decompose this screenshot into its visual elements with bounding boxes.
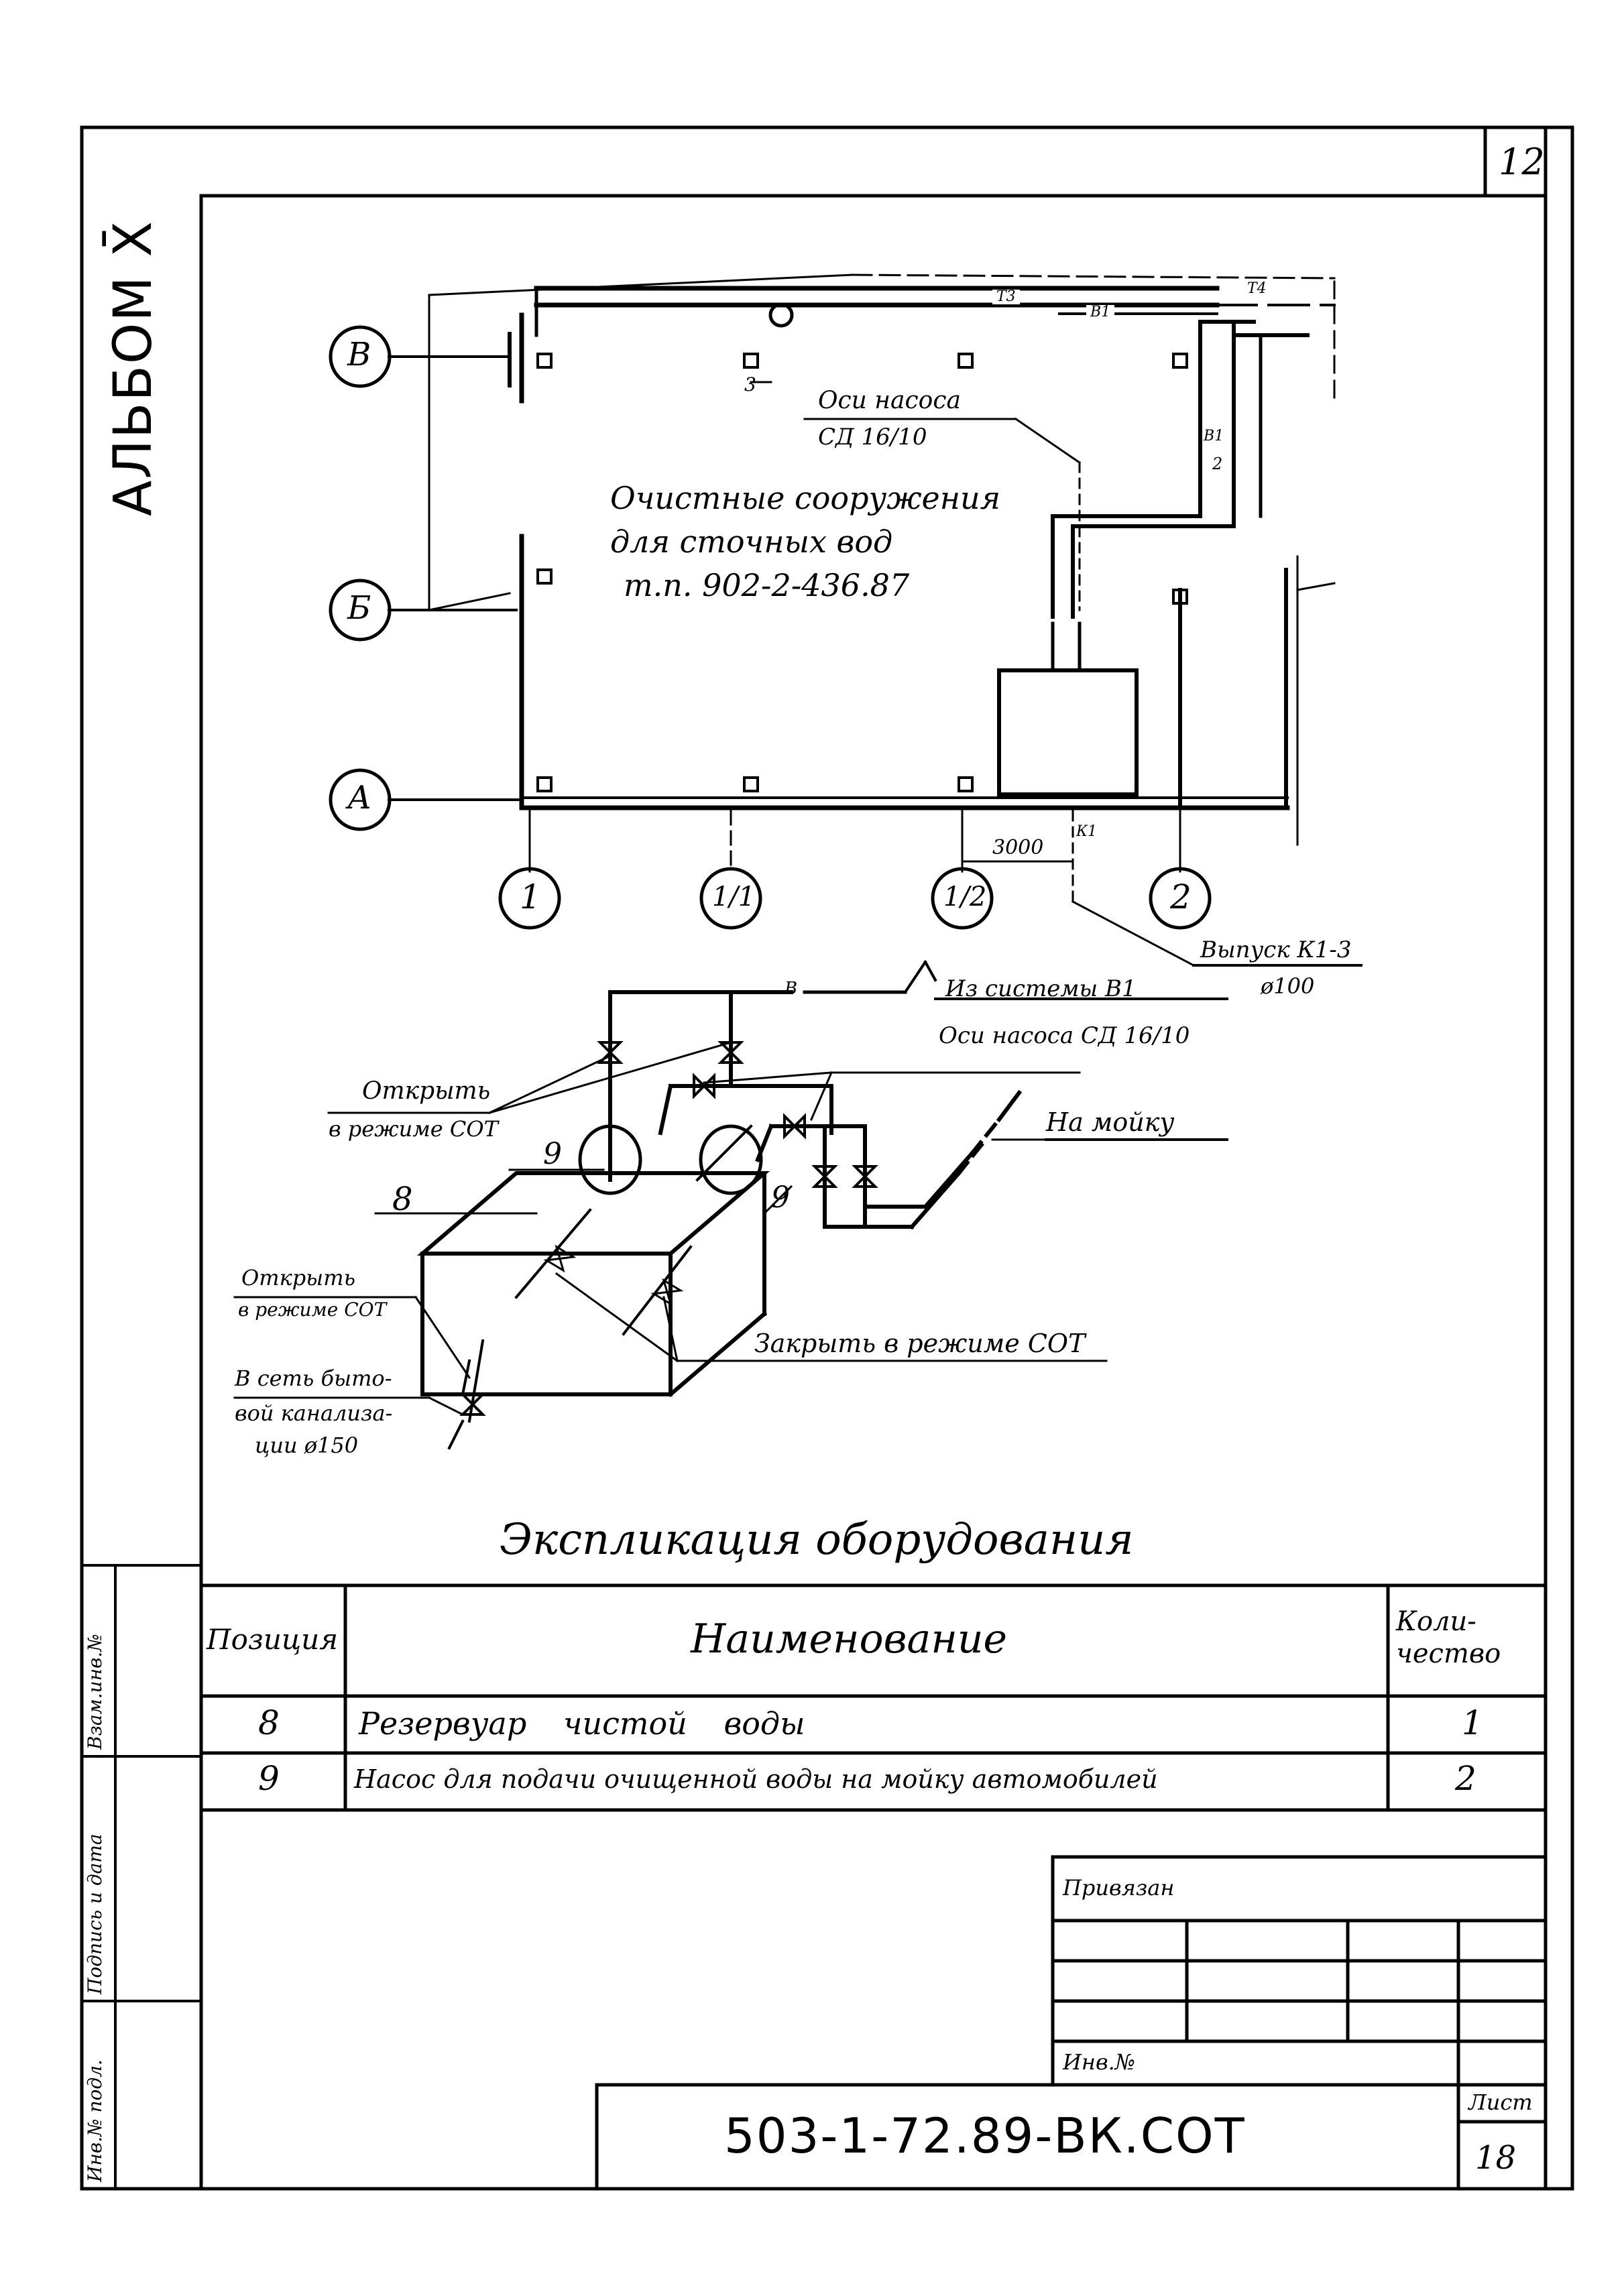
axis-label-1: 1 — [520, 878, 541, 916]
pipe-tag-k1: К1 — [1076, 823, 1098, 840]
open-cot-1-line-2: в режиме СОТ — [329, 1116, 498, 1142]
pos-8-label: 8 — [392, 1181, 413, 1218]
pos-9b-label: 9 — [771, 1181, 790, 1215]
title-block-grid — [595, 1855, 1548, 2191]
pump-axis-scheme-label: Оси насоса СД 16/10 — [939, 1022, 1190, 1049]
row-2-pos: 9 — [258, 1759, 280, 1798]
inv-no-label: Инв.№ — [1063, 2049, 1136, 2075]
pipe-tag-b1-top: В1 — [1086, 305, 1115, 320]
sheet-frame — [80, 125, 1574, 2191]
outlet-diameter: ø100 — [1261, 973, 1315, 999]
plan-drawing — [329, 274, 1362, 967]
isometric-scheme — [233, 960, 1228, 1450]
album-label: АЛЬБОМ X̄ — [103, 220, 164, 516]
plan-title-line-3: т.п. 902-2-436.87 — [624, 567, 910, 603]
side-stamp-replaced-inv: Взам.инв.№ — [84, 1634, 106, 1750]
pipe-tag-3: 3 — [744, 373, 756, 396]
axis-label-2: 2 — [1170, 878, 1192, 916]
explication-table-grid — [199, 1583, 1548, 1812]
header-position: Позиция — [207, 1623, 339, 1656]
side-stamp-frame — [80, 1564, 202, 2190]
sewer-label-line-3: ции ø150 — [255, 1433, 359, 1458]
close-cot-label: Закрыть в режиме СОТ — [754, 1329, 1086, 1358]
axis-label-v: В — [347, 336, 371, 373]
row-1-qty: 1 — [1462, 1703, 1483, 1742]
from-system-label: Из системы В1 — [945, 975, 1137, 1002]
open-cot-2-line-2: в режиме СОТ — [238, 1298, 387, 1321]
axis-label-1-2: 1/2 — [943, 882, 987, 912]
pos-9a-label: 9 — [543, 1137, 562, 1171]
row-2-qty: 2 — [1455, 1759, 1476, 1798]
sheet-number: 18 — [1475, 2139, 1517, 2177]
sewer-label-line-1: В сеть быто- — [235, 1366, 392, 1391]
pipe-tag-2: 2 — [1212, 455, 1223, 473]
sewer-label-line-2: вой канализа- — [235, 1400, 393, 1426]
page-number: 12 — [1499, 141, 1545, 183]
privyazan-label: Привязан — [1063, 1875, 1175, 1900]
to-washing-label: На мойку — [1046, 1107, 1175, 1137]
row-1-pos: 8 — [258, 1703, 280, 1742]
row-2-name: Насос для подачи очищенной воды на мойку… — [354, 1764, 1158, 1794]
sheet-label: Лист — [1468, 2090, 1533, 2115]
header-quantity: Коли-чество — [1396, 1606, 1501, 1669]
side-stamp-inv-orig: Инв.№ подл. — [84, 2059, 106, 2182]
plan-title-line-1: Очистные сооружения — [610, 480, 1001, 516]
explication-title: Экспликация оборудования — [500, 1515, 1134, 1565]
header-name: Наименование — [691, 1616, 1008, 1663]
plan-title-line-2: для сточных вод — [610, 524, 893, 560]
axis-label-a: А — [347, 779, 372, 817]
open-cot-2-line-1: Открыть — [241, 1265, 355, 1290]
pipe-tag-t3: Т3 — [992, 290, 1020, 304]
pipe-b-label: В — [785, 979, 798, 999]
pump-axis-label: Оси насоса — [818, 387, 961, 414]
axis-label-b: Б — [347, 589, 371, 627]
outlet-label: Выпуск К1-3 — [1200, 936, 1352, 963]
pipe-tag-b1-right: В1 — [1204, 428, 1224, 444]
row-1-name: Резервуар чистой воды — [359, 1705, 805, 1742]
open-cot-1-line-1: Открыть — [362, 1077, 491, 1105]
pipe-tag-t4: Т4 — [1247, 280, 1267, 297]
dimension-3000: 3000 — [992, 836, 1044, 859]
pump-model-label: СД 16/10 — [818, 424, 927, 450]
side-stamp-signature-date: Подпись и дата — [84, 1833, 106, 1994]
axis-label-1-1: 1/1 — [712, 882, 756, 912]
document-code: 503-1-72.89-ВК.СОТ — [724, 2108, 1246, 2164]
